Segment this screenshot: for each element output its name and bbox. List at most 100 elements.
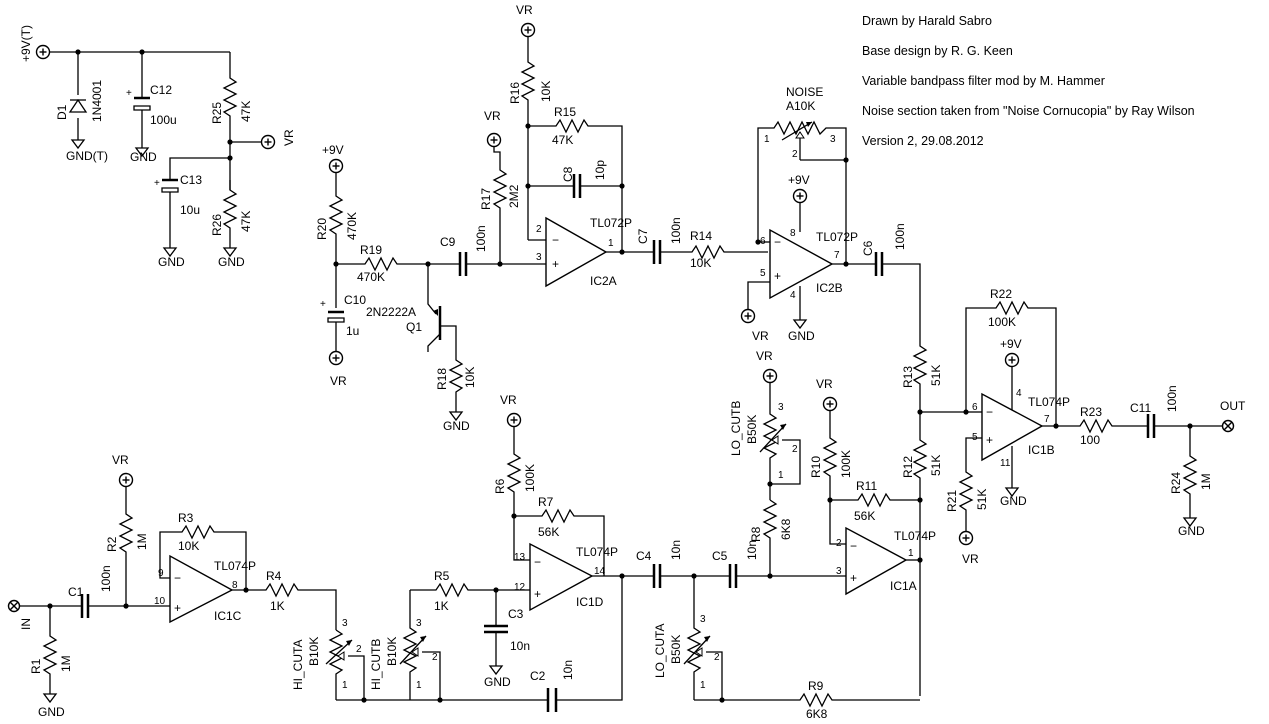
r17-value: 2M2 xyxy=(507,184,521,208)
pin-number: 2 xyxy=(536,224,542,235)
c13-value: 10u xyxy=(180,203,200,217)
r1-ref: R1 xyxy=(29,658,43,674)
ic1d-ref: IC1D xyxy=(576,595,604,609)
opamp-icon xyxy=(545,216,608,288)
pin-number: 3 xyxy=(536,252,542,263)
pin-number: 1 xyxy=(608,238,614,249)
locuta-value: B50K xyxy=(669,635,683,664)
r26-ref: R26 xyxy=(210,214,224,236)
c10-ref: C10 xyxy=(344,293,366,307)
r3-ref: R3 xyxy=(178,511,194,525)
pin-number: 1 xyxy=(700,680,706,691)
vr-terminal-icon xyxy=(486,132,502,148)
r22-value: 100K xyxy=(988,315,1016,329)
noise-generator: +9V R20 470K R19 470K + C10 1u VR 2N2222… xyxy=(315,109,540,433)
ic2a-value: TL072P xyxy=(590,216,632,230)
pin-minus: − xyxy=(850,539,857,553)
lo-cut-stage: C4 10n C5 10n 3 2 1 LO_CUTA B50K R9 6K8 … xyxy=(636,349,936,721)
plus9v-terminal-icon xyxy=(792,188,808,204)
output-jack-icon[interactable] xyxy=(1221,419,1235,433)
pin-number: 8 xyxy=(790,228,796,239)
r11-ref: R11 xyxy=(856,479,877,493)
r2-ref: R2 xyxy=(105,536,119,552)
credit-version: Version 2, 29.08.2012 xyxy=(862,134,984,148)
gnd-t-icon xyxy=(71,139,85,149)
vr-terminal-icon xyxy=(506,412,522,428)
ic1d-value: TL074P xyxy=(576,545,618,559)
pin-number: 1 xyxy=(342,680,348,691)
c11-value: 100n xyxy=(1165,385,1179,412)
pin-number: 9 xyxy=(158,568,164,579)
vr-label: VR xyxy=(282,129,296,146)
vr-label: VR xyxy=(484,109,501,123)
pin-number: 1 xyxy=(764,134,770,145)
c7-ref: C7 xyxy=(636,228,650,244)
r19-value: 470K xyxy=(357,270,385,284)
vr-terminal-icon xyxy=(520,22,536,38)
r20-value: 470K xyxy=(345,212,359,240)
r13-value: 51K xyxy=(929,365,943,386)
gnd-label: GND xyxy=(1000,494,1027,508)
r23-value: 100 xyxy=(1080,433,1100,447)
gnd-label: GND xyxy=(158,255,185,269)
pin-plus: + xyxy=(774,269,781,283)
vr-terminal-icon xyxy=(118,472,134,488)
r26-value: 47K xyxy=(239,211,253,232)
r13-ref: R13 xyxy=(901,366,915,388)
credit-filter-mod: Variable bandpass filter mod by M. Hamme… xyxy=(862,74,1105,88)
r24-ref: R24 xyxy=(1169,472,1183,494)
r25-value: 47K xyxy=(239,101,253,122)
vr-terminal-icon xyxy=(822,396,838,412)
r8-value: 6K8 xyxy=(779,518,793,540)
pin-number: 1 xyxy=(908,548,914,559)
r10-value: 100K xyxy=(839,450,853,478)
c1-ref: C1 xyxy=(68,585,84,599)
pin-number: 6 xyxy=(972,402,978,413)
vplus-label: +9V(T) xyxy=(19,25,33,62)
pin-number: 2 xyxy=(836,538,842,549)
pin-plus: + xyxy=(534,587,541,601)
plus9v-terminal-icon xyxy=(1004,352,1020,368)
opamp-icon xyxy=(529,542,594,612)
r9-value: 6K8 xyxy=(806,707,828,721)
ic1b-ref: IC1B xyxy=(1028,443,1055,457)
c12-ref: C12 xyxy=(150,83,172,97)
c3-ref: C3 xyxy=(508,607,524,621)
pin-number: 3 xyxy=(830,134,836,145)
diode-icon xyxy=(68,98,88,113)
pin-number: 1 xyxy=(778,470,784,481)
input-jack-icon[interactable] xyxy=(7,599,21,613)
r4-ref: R4 xyxy=(266,569,282,583)
pin-plus: + xyxy=(986,433,993,447)
pin-plus: + xyxy=(552,257,559,271)
r18-value: 10K xyxy=(463,367,477,388)
pin-number: 11 xyxy=(1000,458,1011,469)
r15-ref: R15 xyxy=(554,105,576,119)
gnd-label: GND xyxy=(218,255,245,269)
gnd-label: GND xyxy=(484,675,511,689)
pin-number: 7 xyxy=(834,250,840,261)
gnd-icon xyxy=(489,665,503,675)
gnd-label: GND xyxy=(38,705,65,719)
c8-value: 10p xyxy=(593,160,607,180)
plus9v-label: +9V xyxy=(322,143,344,157)
pin-minus: − xyxy=(534,555,541,569)
pin-number: 7 xyxy=(1044,414,1050,425)
gnd-label: GND xyxy=(443,419,470,433)
vr-terminal-icon xyxy=(762,368,778,384)
r18-ref: R18 xyxy=(435,368,449,390)
vr-terminal-icon xyxy=(740,308,756,324)
c6-value: 100n xyxy=(893,223,907,250)
vr-label: VR xyxy=(752,329,769,343)
c2-ref: C2 xyxy=(530,669,546,683)
pin-number: 12 xyxy=(514,582,526,593)
pin-number: 2 xyxy=(714,652,720,663)
pin-plus: + xyxy=(174,601,181,615)
r6-ref: R6 xyxy=(493,478,507,494)
pin-minus: − xyxy=(986,405,993,419)
r25-ref: R25 xyxy=(210,102,224,124)
r14-value: 10K xyxy=(690,256,711,270)
hicuta-value: B10K xyxy=(307,637,321,666)
pin-number: 4 xyxy=(1016,388,1022,399)
plus9v-terminal-icon xyxy=(328,158,344,174)
